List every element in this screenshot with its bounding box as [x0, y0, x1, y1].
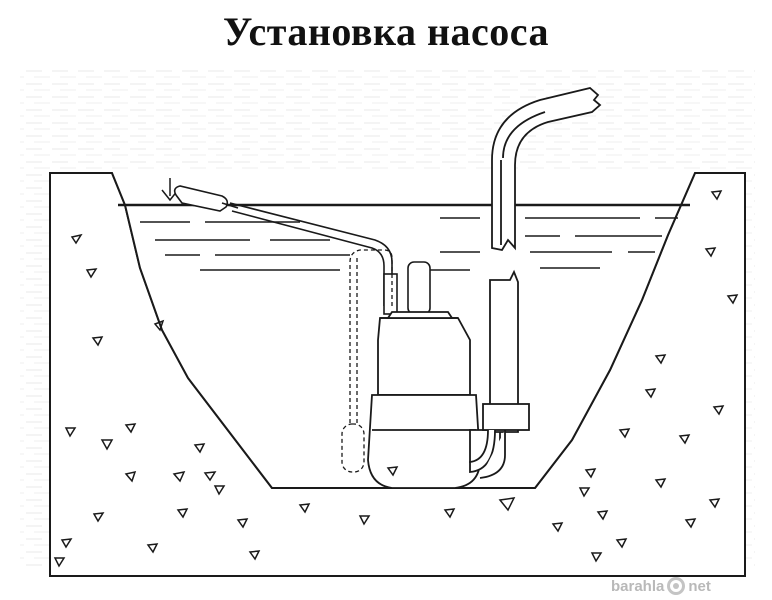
water-lines — [140, 217, 678, 271]
watermark-text-right: net — [688, 577, 711, 595]
watermark-logo-icon — [667, 577, 686, 595]
page-title: Установка насоса — [222, 9, 550, 54]
discharge-pipe — [469, 269, 530, 479]
pump-top-post — [407, 261, 431, 315]
level-sensor — [341, 423, 365, 473]
float-switch — [173, 185, 239, 212]
pump-gland — [383, 273, 398, 315]
pump-body — [367, 311, 481, 489]
watermark: barahla net — [611, 574, 711, 598]
riser-pipe — [491, 87, 602, 252]
watermark-text-left: barahla — [611, 577, 665, 595]
sensor-cable — [349, 249, 393, 425]
gravel — [53, 190, 739, 568]
